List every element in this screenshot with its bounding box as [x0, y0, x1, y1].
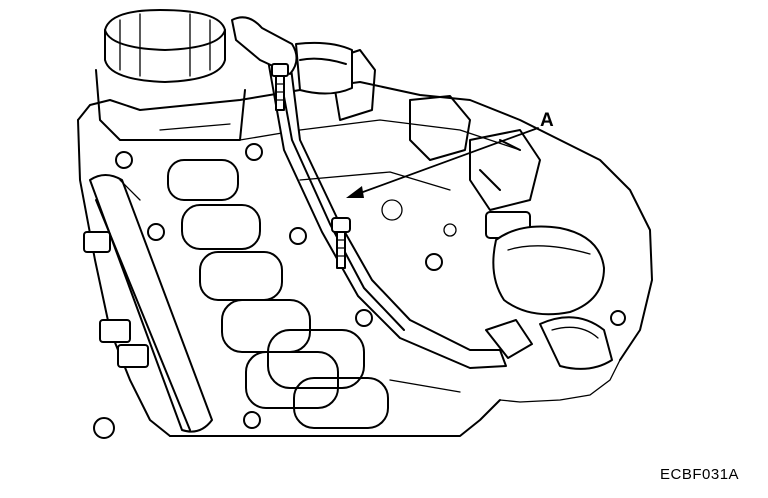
hose-clamp — [485, 316, 613, 370]
camshaft-housing — [329, 49, 541, 239]
bolt-upper — [271, 63, 289, 111]
detail-lines — [119, 123, 461, 393]
bolts — [115, 143, 626, 429]
fuel-rail — [83, 174, 213, 439]
breather-hose — [267, 59, 507, 369]
cylinder-bores — [167, 159, 389, 429]
callout-leader — [346, 127, 539, 198]
oil-filler-cap — [95, 9, 246, 141]
engine-block — [77, 81, 653, 437]
figure-code: ECBF031A — [660, 466, 740, 483]
upper-hose — [231, 16, 353, 95]
callout-label-a: A — [540, 110, 554, 131]
bolt-middle — [331, 217, 351, 269]
vacuum-canister — [492, 225, 605, 316]
